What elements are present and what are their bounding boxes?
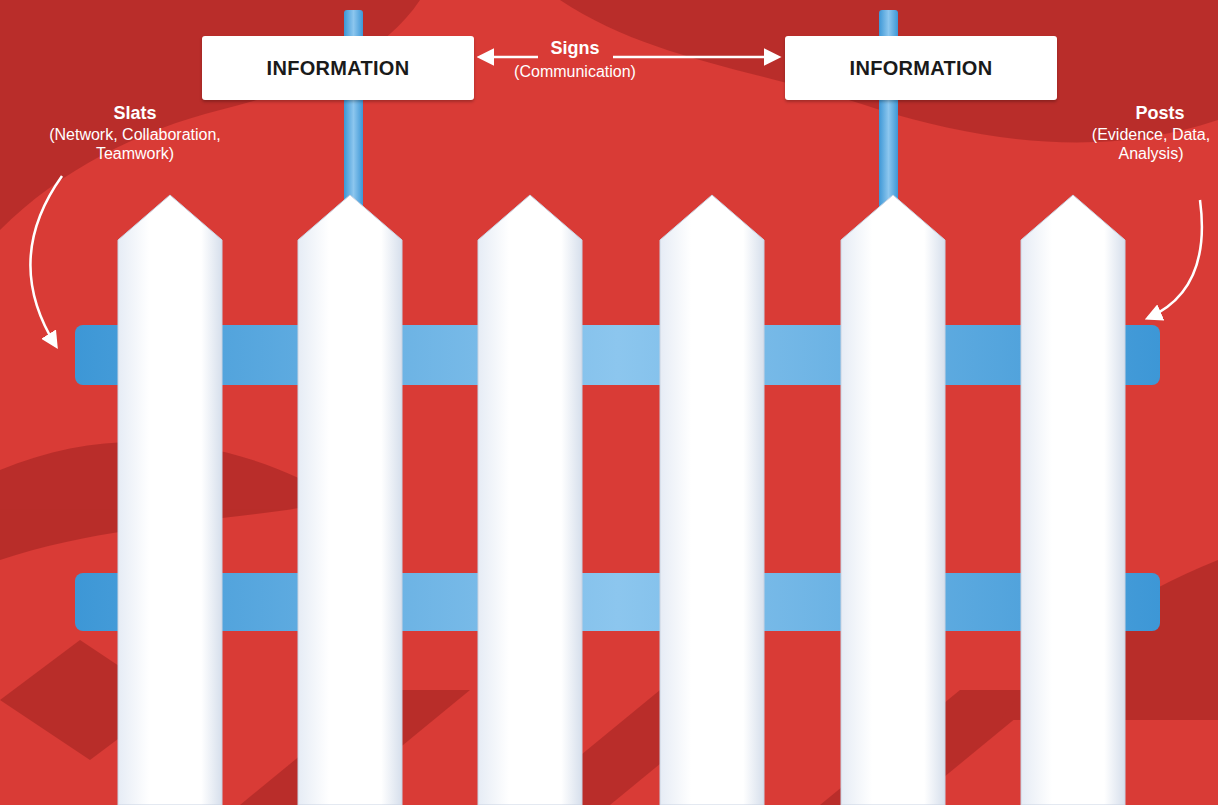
callout-title: Signs [540, 38, 610, 60]
fence-pickets [118, 195, 1125, 805]
leader-arrows [30, 57, 1201, 346]
callout-note: (Evidence, Data, Analysis) [1089, 125, 1213, 163]
fence-rail [75, 573, 1160, 631]
sign-label: INFORMATION [850, 57, 993, 80]
sign-label: INFORMATION [267, 57, 410, 80]
callout-note: (Network, Collaboration, Teamwork) [37, 125, 233, 163]
information-sign: INFORMATION [785, 36, 1057, 100]
callout-title: Posts [1115, 103, 1205, 125]
callout-title: Slats [40, 103, 230, 125]
information-sign: INFORMATION [202, 36, 474, 100]
callout-note: (Communication) [490, 62, 660, 81]
fence-rail [75, 325, 1160, 385]
